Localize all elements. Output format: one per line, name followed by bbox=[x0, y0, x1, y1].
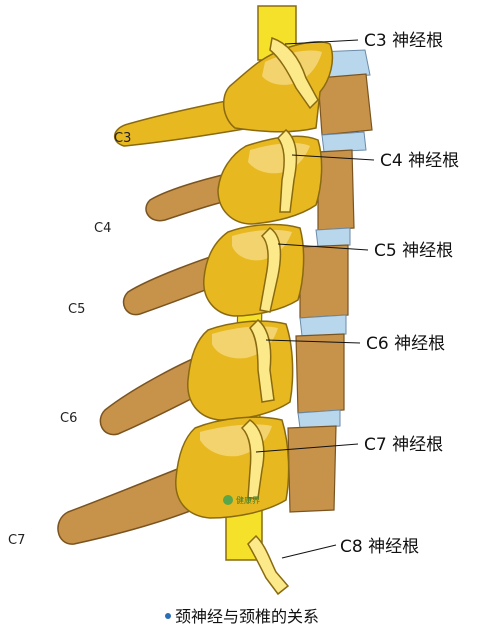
label-c3-nerve-root: C3 神经根 bbox=[364, 31, 443, 51]
label-c6-nerve-root: C6 神经根 bbox=[366, 334, 445, 354]
watermark-logo: 健康界 bbox=[223, 495, 260, 505]
leader-lines bbox=[255, 39, 375, 559]
body-c6 bbox=[295, 333, 345, 414]
body-c3 bbox=[317, 73, 373, 136]
nerve-labels: C3 神经根 C4 神经根 C5 神经根 C6 神经根 C7 神经根 C8 神经… bbox=[340, 31, 459, 557]
label-vertebra-c4: C4 bbox=[94, 221, 111, 236]
nerve-root-c8 bbox=[247, 534, 290, 596]
watermark-icon bbox=[223, 495, 233, 505]
disc-c6-c7 bbox=[297, 409, 341, 429]
label-vertebra-c5: C5 bbox=[68, 302, 85, 317]
disc-c3-c4 bbox=[321, 131, 367, 153]
nerve-root-c7 bbox=[240, 419, 265, 499]
body-c5 bbox=[299, 244, 349, 319]
leader-line-c3 bbox=[284, 39, 359, 45]
leader-line-c8 bbox=[281, 544, 337, 559]
spinous-process-c3 bbox=[114, 94, 259, 147]
label-c5-nerve-root: C5 神经根 bbox=[374, 241, 453, 261]
body-c7 bbox=[287, 425, 337, 513]
leader-line-c7 bbox=[255, 443, 359, 453]
nerve-root-c3 bbox=[269, 37, 319, 110]
spinous-process-c7 bbox=[57, 458, 206, 545]
nerve-root-c5 bbox=[259, 227, 282, 313]
leader-line-c6 bbox=[265, 339, 361, 344]
leader-line-c5 bbox=[277, 243, 369, 251]
label-vertebra-c7: C7 bbox=[8, 533, 25, 548]
label-c8-nerve-root: C8 神经根 bbox=[340, 537, 419, 557]
body-c4 bbox=[317, 149, 355, 231]
nerve-roots bbox=[240, 37, 319, 596]
vertebra-labels: C3 C4 C5 C6 C7 bbox=[8, 131, 131, 548]
label-c4-nerve-root: C4 神经根 bbox=[380, 151, 459, 171]
disc-c5-c6 bbox=[299, 314, 347, 337]
vertebral-bodies bbox=[287, 49, 373, 513]
disc-c4-c5 bbox=[315, 227, 351, 248]
label-c7-nerve-root: C7 神经根 bbox=[364, 435, 443, 455]
caption-bullet-icon bbox=[165, 613, 171, 619]
caption-text: 颈神经与颈椎的关系 bbox=[175, 607, 319, 626]
nerve-root-c4 bbox=[277, 128, 298, 213]
label-vertebra-c6: C6 bbox=[60, 411, 77, 426]
leader-line-c4 bbox=[291, 154, 375, 161]
watermark-text: 健康界 bbox=[236, 495, 260, 505]
caption: 颈神经与颈椎的关系 bbox=[165, 607, 319, 626]
label-vertebra-c3: C3 bbox=[114, 131, 131, 146]
